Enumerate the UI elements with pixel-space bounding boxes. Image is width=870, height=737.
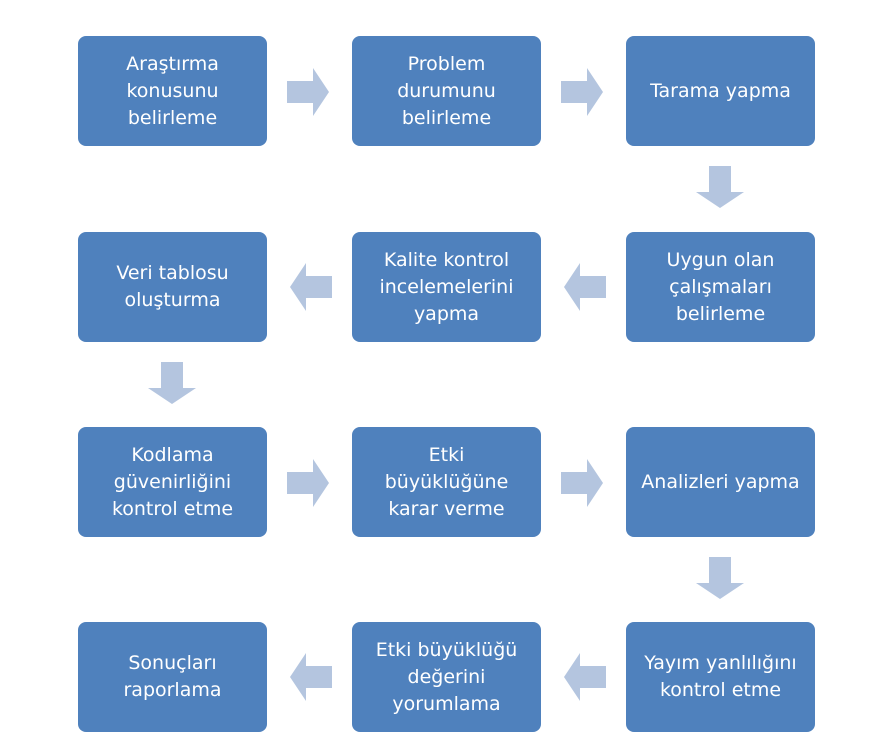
step-4-box: Uygun olan çalışmaları belirleme	[626, 232, 815, 342]
arrow-right-icon	[287, 459, 329, 507]
arrow-left-icon	[564, 653, 606, 701]
arrow-right-icon	[561, 68, 603, 116]
arrow-left-icon	[290, 653, 332, 701]
step-1-box: Araştırma konusunu belirleme	[78, 36, 267, 146]
step-9-box: Analizleri yapma	[626, 427, 815, 537]
arrow-left-icon	[290, 263, 332, 311]
step-10-box: Yayım yanlılığını kontrol etme	[626, 622, 815, 732]
arrow-left-icon	[564, 263, 606, 311]
step-8-box: Etki büyüklüğüne karar verme	[352, 427, 541, 537]
step-2-box: Problem durumunu belirleme	[352, 36, 541, 146]
step-12-box: Sonuçları raporlama	[78, 622, 267, 732]
step-6-box: Veri tablosu oluşturma	[78, 232, 267, 342]
arrow-right-icon	[287, 68, 329, 116]
step-7-box: Kodlama güvenirliğini kontrol etme	[78, 427, 267, 537]
arrow-right-icon	[561, 459, 603, 507]
arrow-down-icon	[696, 166, 744, 208]
arrow-down-icon	[148, 362, 196, 404]
arrow-down-icon	[696, 557, 744, 599]
step-11-box: Etki büyüklüğü değerini yorumlama	[352, 622, 541, 732]
step-5-box: Kalite kontrol incelemelerini yapma	[352, 232, 541, 342]
step-3-box: Tarama yapma	[626, 36, 815, 146]
